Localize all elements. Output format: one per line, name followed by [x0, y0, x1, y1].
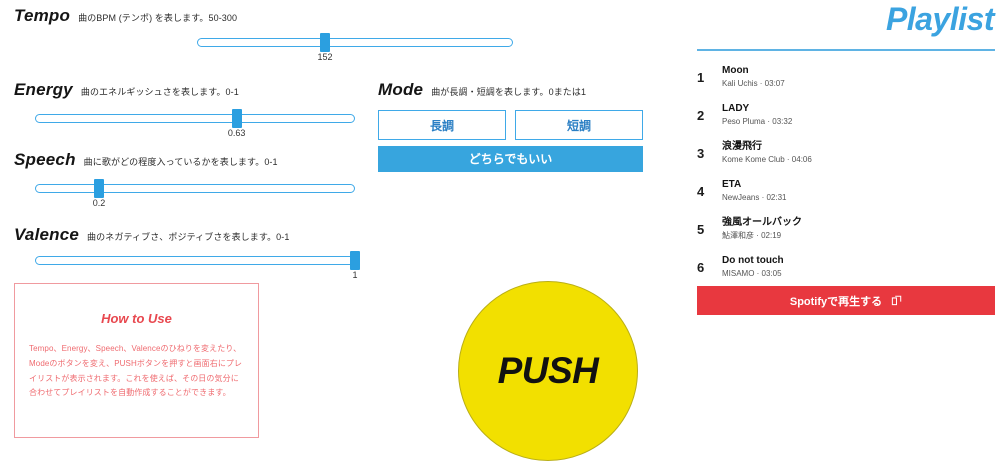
push-button-label: PUSH — [497, 350, 599, 391]
energy-slider-value: 0.63 — [227, 128, 246, 138]
speech-header: Speech 曲に歌がどの程度入っているかを表します。0-1 — [14, 150, 278, 170]
track-title: ETA — [722, 179, 742, 191]
track-index: 4 — [697, 183, 705, 199]
track-title: Moon — [722, 65, 749, 77]
track-title: 強風オールバック — [722, 217, 802, 229]
energy-header: Energy 曲のエネルギッシュさを表します。0-1 — [14, 80, 239, 100]
mode-any-button[interactable]: どちらでもいい — [378, 146, 643, 172]
track-index: 6 — [697, 259, 705, 275]
track-meta: 鮎澤和彦 · 02:19 — [722, 230, 782, 240]
valence-description: 曲のネガティブさ、ポジティブさを表します。0-1 — [87, 232, 290, 242]
tempo-description: 曲のBPM (テンポ) を表します。50-300 — [78, 13, 238, 23]
track-meta: MISAMO · 03:05 — [722, 268, 782, 278]
how-to-use-body: Tempo、Energy、Speech、Valenceのひねりを変えたり、Mod… — [29, 344, 243, 398]
track-info: 強風オールバック鮎澤和彦 · 02:19 — [722, 216, 995, 241]
spotify-play-label: Spotifyで再生する — [789, 295, 883, 308]
external-link-icon — [891, 295, 902, 306]
valence-slider-value: 1 — [352, 270, 358, 280]
speech-slider[interactable]: 0.2 — [35, 176, 355, 208]
speech-slider-value: 0.2 — [92, 198, 106, 208]
track-title: Do not touch — [722, 255, 784, 267]
track-index: 3 — [697, 145, 705, 161]
mode-header: Mode 曲が長調・短調を表します。0または1 — [378, 80, 586, 100]
speech-slider-thumb[interactable] — [94, 179, 104, 198]
track-index: 2 — [697, 107, 705, 123]
speech-description: 曲に歌がどの程度入っているかを表します。0-1 — [83, 157, 278, 167]
controls-panel: Tempo 曲のBPM (テンポ) を表します。50-300 152 Energ… — [14, 6, 643, 461]
playlist-divider — [697, 49, 995, 51]
push-button[interactable]: PUSH — [458, 281, 638, 461]
track-meta: Kome Kome Club · 04:06 — [722, 154, 812, 164]
mode-label: Mode — [378, 80, 424, 99]
how-to-use-title: How to Use — [101, 311, 172, 326]
tempo-slider-value: 152 — [317, 52, 333, 62]
energy-label: Energy — [14, 80, 73, 99]
speech-label: Speech — [14, 150, 76, 169]
speech-slider-track[interactable] — [35, 184, 355, 193]
spotify-play-button[interactable]: Spotifyで再生する — [697, 286, 995, 315]
tempo-header: Tempo 曲のBPM (テンポ) を表します。50-300 — [14, 6, 237, 26]
mode-description: 曲が長調・短調を表します。0または1 — [431, 87, 587, 97]
valence-label: Valence — [14, 225, 80, 244]
tempo-slider-track[interactable] — [197, 38, 513, 47]
energy-slider[interactable]: 0.63 — [35, 106, 355, 138]
valence-slider-thumb[interactable] — [350, 251, 360, 270]
how-to-use-box: How to Use Tempo、Energy、Speech、Valenceのひ… — [14, 283, 259, 438]
track-title: 浪漫飛行 — [722, 141, 762, 153]
energy-slider-track[interactable] — [35, 114, 355, 123]
energy-slider-thumb[interactable] — [231, 109, 242, 128]
mode-button-group: 長調 短調 — [378, 110, 643, 140]
track-meta: Kali Uchis · 03:07 — [722, 78, 785, 88]
valence-slider-track[interactable] — [35, 256, 355, 265]
tempo-label: Tempo — [14, 6, 71, 25]
valence-header: Valence 曲のネガティブさ、ポジティブさを表します。0-1 — [14, 225, 289, 245]
track-meta: Peso Pluma · 03:32 — [722, 116, 793, 126]
energy-description: 曲のエネルギッシュさを表します。0-1 — [80, 87, 239, 97]
mode-minor-button[interactable]: 短調 — [515, 110, 643, 140]
track-title: LADY — [722, 103, 750, 115]
valence-slider[interactable]: 1 — [35, 248, 360, 280]
tempo-slider-thumb[interactable] — [319, 33, 330, 52]
track-row[interactable]: 5 強風オールバック鮎澤和彦 · 02:19 — [697, 210, 995, 248]
track-meta: NewJeans · 02:31 — [722, 192, 787, 202]
mode-major-button[interactable]: 長調 — [378, 110, 506, 140]
track-index: 1 — [697, 69, 705, 85]
tempo-slider[interactable]: 152 — [197, 30, 513, 62]
playlist-title: Playlist — [885, 1, 995, 37]
track-index: 5 — [697, 221, 705, 237]
